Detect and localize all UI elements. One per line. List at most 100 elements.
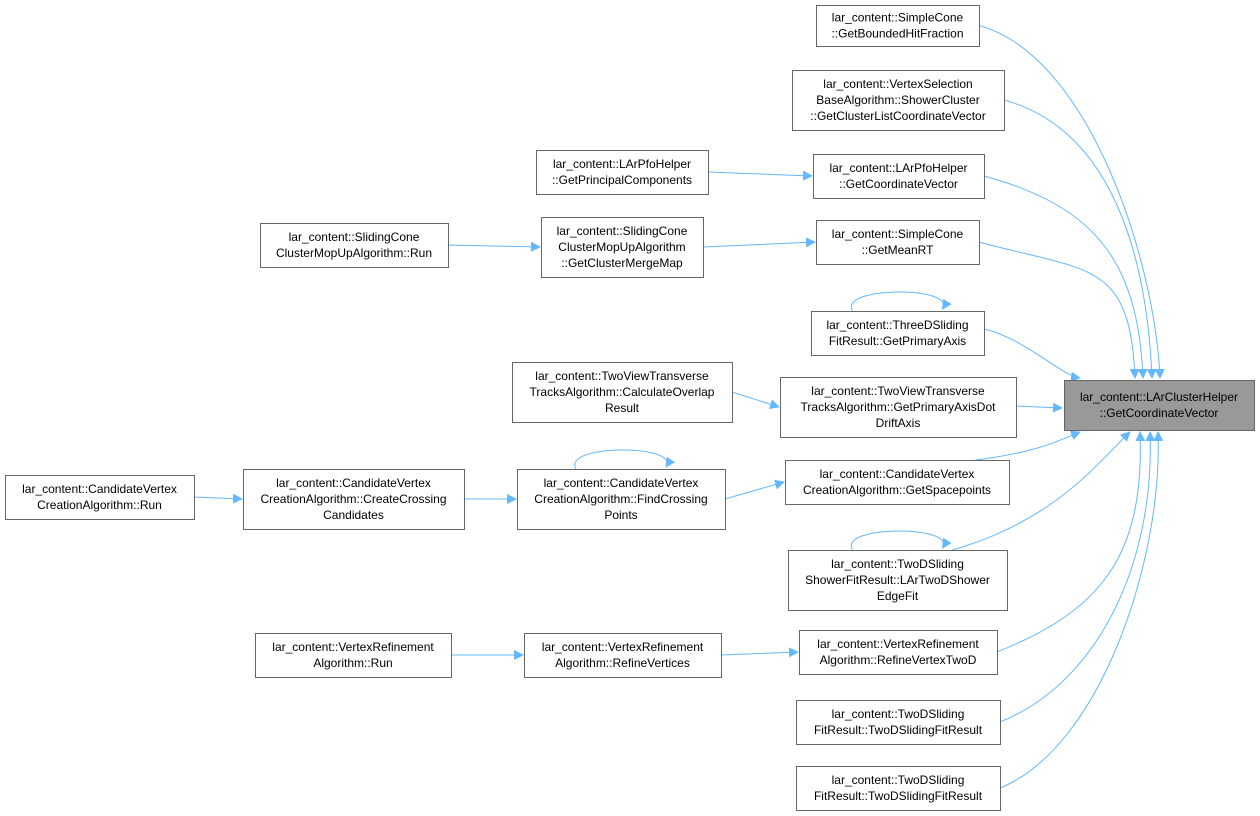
node-label-line: TracksAlgorithm::GetPrimaryAxisDot (801, 400, 997, 414)
node-label-line: lar_content::CandidateVertex (544, 476, 699, 490)
node-box (517, 469, 726, 530)
graph-node-twoview-calc[interactable]: lar_content::TwoViewTransverseTracksAlgo… (512, 362, 733, 423)
node-box (785, 460, 1010, 505)
node-box (792, 70, 1005, 131)
node-label-line: FitResult::GetPrimaryAxis (829, 334, 966, 348)
graph-node-cand-space[interactable]: lar_content::CandidateVertexCreationAlgo… (785, 460, 1010, 505)
node-box (813, 154, 985, 199)
edge-three-d-to-target (983, 328, 1081, 382)
node-label-line: lar_content::CandidateVertex (22, 482, 177, 496)
node-label-line: ClusterMopUpAlgorithm::Run (276, 246, 432, 260)
graph-node-cand-run[interactable]: lar_content::CandidateVertexCreationAlgo… (5, 475, 195, 520)
edge-cand-run-to-cand-create (193, 493, 243, 504)
edge-three-d-to-three-d (850, 291, 952, 312)
node-label-line: lar_content::TwoViewTransverse (811, 384, 985, 398)
graph-node-vref-refine[interactable]: lar_content::VertexRefinementAlgorithm::… (524, 633, 722, 678)
node-box (243, 469, 465, 530)
node-label-line: lar_content::VertexRefinement (817, 637, 979, 651)
graph-node-twod-shower[interactable]: lar_content::TwoDSlidingShowerFitResult:… (788, 550, 1008, 611)
graph-node-slide-run[interactable]: lar_content::SlidingConeClusterMopUpAlgo… (260, 223, 449, 268)
node-label-line: lar_content::SlidingCone (557, 224, 688, 238)
node-label-line: lar_content::VertexSelection (823, 77, 972, 91)
edge-layer (193, 25, 1165, 789)
node-label-line: TracksAlgorithm::CalculateOverlap (530, 385, 715, 399)
node-label-line: lar_content::TwoDSliding (832, 707, 965, 721)
graph-node-vs-base[interactable]: lar_content::VertexSelectionBaseAlgorith… (792, 70, 1005, 131)
node-label-line: lar_content::SimpleCone (832, 11, 964, 25)
node-label-line: Algorithm::Run (313, 656, 392, 670)
edge-slide-merge-to-sc-meanrt (702, 237, 816, 248)
graph-node-slide-merge[interactable]: lar_content::SlidingConeClusterMopUpAlgo… (541, 217, 704, 278)
node-label-line: lar_content::TwoDSliding (832, 773, 965, 787)
node-box (788, 550, 1008, 611)
graph-node-target: lar_content::LArClusterHelper::GetCoordi… (1064, 380, 1255, 431)
node-label-line: lar_content::VertexRefinement (272, 640, 434, 654)
node-label-line: lar_content::CandidateVertex (820, 467, 975, 481)
node-label-line: ::GetBoundedHitFraction (831, 27, 963, 41)
graph-node-cand-find[interactable]: lar_content::CandidateVertexCreationAlgo… (517, 469, 726, 530)
node-label-line: lar_content::LArPfoHelper (829, 161, 967, 175)
graph-node-sc-bounded[interactable]: lar_content::SimpleCone::GetBoundedHitFr… (816, 5, 980, 47)
node-box (796, 766, 1001, 811)
graph-node-pfo-principal[interactable]: lar_content::LArPfoHelper::GetPrincipalC… (536, 150, 709, 195)
node-box (811, 311, 985, 356)
edge-twod-shower-to-twod-shower (850, 530, 952, 551)
edge-twod-fit1-to-target (999, 431, 1156, 723)
node-label-line: Candidates (323, 508, 384, 522)
node-box (260, 223, 449, 268)
edge-cand-space-to-target (975, 430, 1081, 461)
node-label-line: lar_content::TwoViewTransverse (535, 369, 709, 383)
edge-cand-find-to-cand-find (574, 449, 676, 470)
node-layer: lar_content::LArClusterHelper::GetCoordi… (5, 5, 1255, 811)
node-box (796, 700, 1001, 745)
graph-node-twod-fit2[interactable]: lar_content::TwoDSlidingFitResult::TwoDS… (796, 766, 1001, 811)
graph-node-pfo-coord[interactable]: lar_content::LArPfoHelper::GetCoordinate… (813, 154, 985, 199)
graph-node-vref-twod[interactable]: lar_content::VertexRefinementAlgorithm::… (799, 630, 998, 675)
edge-twoview-dot-to-target (1015, 402, 1063, 413)
node-box (5, 475, 195, 520)
node-box (524, 633, 722, 678)
node-label-line: BaseAlgorithm::ShowerCluster (816, 93, 979, 107)
graph-node-twoview-dot[interactable]: lar_content::TwoViewTransverseTracksAlgo… (780, 377, 1017, 438)
edge-pfo-coord-to-target (983, 175, 1148, 379)
graph-node-three-d[interactable]: lar_content::ThreeDSlidingFitResult::Get… (811, 311, 985, 356)
node-label-line: CreationAlgorithm::FindCrossing (534, 492, 707, 506)
node-label-line: CreationAlgorithm::GetSpacepoints (803, 483, 991, 497)
node-box (536, 150, 709, 195)
node-label-line: EdgeFit (877, 589, 919, 603)
node-label-line: ::GetPrincipalComponents (552, 173, 692, 187)
node-label-line: lar_content::CandidateVertex (276, 476, 431, 490)
node-label-line: Algorithm::RefineVertexTwoD (820, 653, 977, 667)
edge-sc-bounded-to-target (978, 25, 1165, 379)
node-box (512, 362, 733, 423)
node-label-line: lar_content::ThreeDSliding (826, 318, 968, 332)
node-box (780, 377, 1017, 438)
edge-vs-base-to-target (1003, 99, 1157, 379)
node-label-line: lar_content::SlidingCone (289, 230, 420, 244)
node-label-line: CreationAlgorithm::Run (37, 498, 162, 512)
edge-pfo-principal-to-pfo-coord (707, 170, 813, 181)
node-box (541, 217, 704, 278)
graph-node-sc-meanrt[interactable]: lar_content::SimpleCone::GetMeanRT (816, 220, 980, 265)
node-label-line: lar_content::VertexRefinement (542, 640, 704, 654)
node-label-line: ::GetClusterListCoordinateVector (810, 109, 985, 123)
edge-sc-meanrt-to-target (978, 241, 1140, 379)
node-label-line: Result (605, 401, 640, 415)
node-label-line: lar_content::LArPfoHelper (553, 157, 691, 171)
node-box (816, 220, 980, 265)
graph-node-cand-create[interactable]: lar_content::CandidateVertexCreationAlgo… (243, 469, 465, 530)
node-box (1064, 380, 1255, 431)
node-label-line: ::GetCoordinateVector (839, 177, 958, 191)
graph-node-vref-run[interactable]: lar_content::VertexRefinementAlgorithm::… (255, 633, 452, 678)
edge-twod-shower-to-target (952, 431, 1131, 551)
node-label-line: CreationAlgorithm::CreateCrossing (260, 492, 446, 506)
node-box (255, 633, 452, 678)
node-label-line: lar_content::TwoDSliding (831, 557, 964, 571)
node-label-line: ::GetMeanRT (862, 243, 934, 257)
edge-cand-find-to-cand-space (724, 479, 785, 500)
node-box (799, 630, 998, 675)
node-label-line: ::GetCoordinateVector (1100, 406, 1219, 420)
graph-node-twod-fit1[interactable]: lar_content::TwoDSlidingFitResult::TwoDS… (796, 700, 1001, 745)
edge-twod-fit2-to-target (999, 431, 1164, 789)
